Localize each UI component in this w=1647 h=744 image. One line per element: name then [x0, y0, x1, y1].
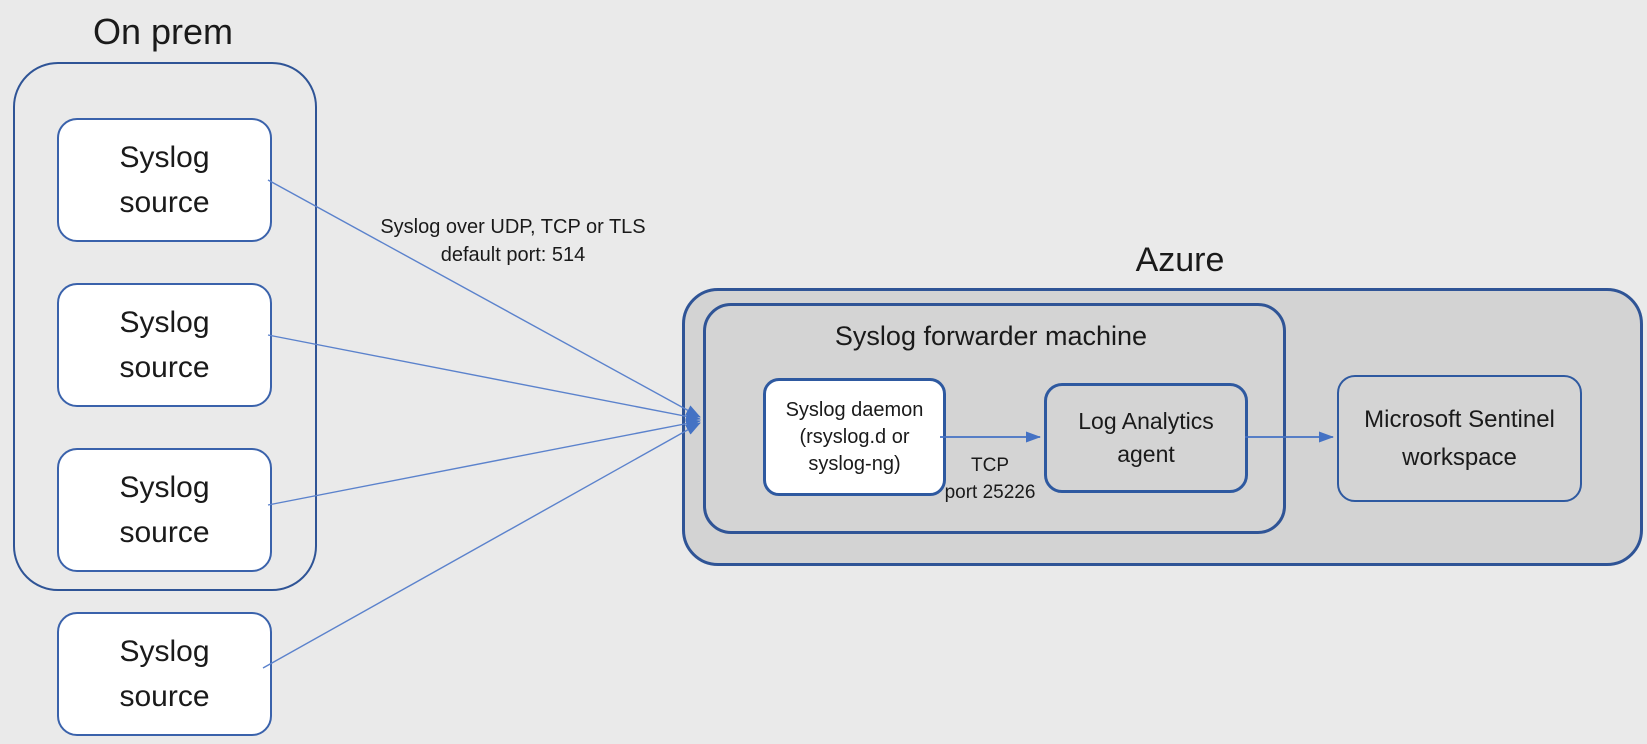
- syslog-source-box-3: Syslog source: [57, 448, 272, 572]
- edge-label-syslog-protocol: Syslog over UDP, TCP or TLS default port…: [328, 213, 698, 269]
- syslog-source-box-2: Syslog source: [57, 283, 272, 407]
- sentinel-label-line1: Microsoft Sentinel: [1364, 405, 1555, 433]
- edge-label-tcp-port-line2: port 25226: [944, 482, 1036, 503]
- syslog-daemon-label-line1: Syslog daemon: [785, 398, 924, 421]
- log-analytics-agent-label-line2: agent: [1117, 441, 1175, 467]
- syslog-daemon-label-line3: syslog-ng): [808, 452, 901, 475]
- connector-source4-to-forwarder: [262, 422, 701, 669]
- edge-label-tcp-port: TCP port 25226: [915, 452, 1065, 506]
- syslog-source-box-4: Syslog source: [57, 612, 272, 736]
- syslog-source-label: Syslog source: [119, 635, 210, 713]
- syslog-source-box-1: Syslog source: [57, 118, 272, 242]
- syslog-source-label: Syslog source: [119, 306, 210, 384]
- connector-source2-to-forwarder: [267, 334, 701, 422]
- log-analytics-agent-box: Log Analytics agent: [1044, 383, 1248, 493]
- connector-source3-to-forwarder: [267, 418, 701, 506]
- syslog-forwarder-machine-title: Syslog forwarder machine: [834, 321, 1148, 351]
- edge-label-syslog-protocol-line1: Syslog over UDP, TCP or TLS: [380, 216, 646, 238]
- on-prem-title: On prem: [92, 11, 234, 52]
- microsoft-sentinel-workspace-box: Microsoft Sentinel workspace: [1337, 375, 1582, 502]
- azure-title: Azure: [1135, 241, 1225, 279]
- syslog-daemon-label-line2: (rsyslog.d or: [799, 425, 910, 448]
- sentinel-label-line2: workspace: [1402, 443, 1517, 471]
- edge-label-syslog-protocol-line2: default port: 514: [440, 244, 586, 266]
- syslog-source-label: Syslog source: [119, 141, 210, 219]
- syslog-source-label: Syslog source: [119, 471, 210, 549]
- edge-label-tcp-port-line1: TCP: [971, 455, 1009, 476]
- log-analytics-agent-label-line1: Log Analytics: [1078, 408, 1214, 434]
